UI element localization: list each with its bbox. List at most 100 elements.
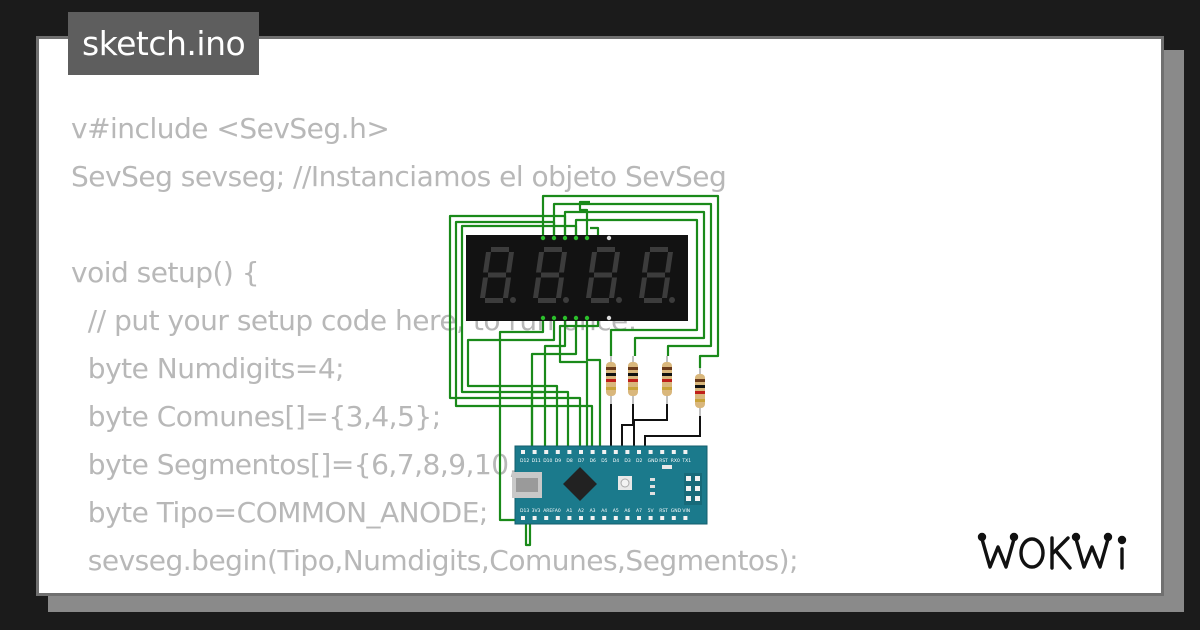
board-top-pins [521, 450, 688, 454]
display-digits [480, 247, 675, 303]
board-pin [648, 516, 653, 520]
display-segment [483, 252, 491, 273]
display-segment [586, 277, 594, 298]
board-pin-label: A3 [590, 508, 596, 514]
code-block: v#include <SevSeg.h> SevSeg sevseg; //Ins… [71, 105, 799, 593]
board-pin-label: RST [659, 508, 668, 514]
board-pin-label: D10 [543, 458, 552, 464]
board-pin-label: 5V [648, 508, 655, 514]
board-pin [683, 450, 688, 454]
display-segment [533, 277, 541, 298]
board-pin [590, 450, 595, 454]
board-pin [567, 516, 572, 520]
board-pin-label: A2 [578, 508, 584, 514]
display-segment [503, 277, 511, 298]
board-pin-label: A1 [566, 508, 572, 514]
board-pin [544, 450, 549, 454]
board-pin [532, 450, 537, 454]
board-pin-label: VIN [682, 508, 690, 514]
display-segment [559, 252, 567, 273]
board-pin [660, 516, 665, 520]
board-pin-label: A7 [636, 508, 642, 514]
board-pin [625, 450, 630, 454]
display-decimal-point [510, 297, 516, 303]
board-pin-label: D3 [624, 458, 630, 464]
code-line: SevSeg sevseg; //Instanciamos el objeto … [71, 160, 727, 193]
display-pins [540, 235, 590, 321]
display-segment [485, 298, 503, 303]
board-pin [637, 450, 641, 454]
display-segment [506, 252, 514, 273]
display-segment [594, 272, 612, 278]
board-pin [648, 450, 653, 454]
board-pin-label: D7 [578, 458, 584, 464]
display-segment [642, 252, 650, 273]
board-pin [521, 516, 525, 520]
board-pin-label: AREF [543, 508, 555, 514]
board-pin [683, 516, 688, 520]
display-decimal-point [563, 297, 569, 303]
board-pin [671, 450, 676, 454]
board-pin-label: A5 [613, 508, 619, 514]
sketch-title: sketch.ino [68, 12, 260, 75]
board-pin [555, 450, 560, 454]
board-pin-label: 3V3 [532, 508, 541, 514]
board-pin [579, 450, 583, 454]
display-segment [639, 277, 647, 298]
board-pin [579, 516, 583, 520]
board-pin-label: D9 [555, 458, 561, 464]
board-pin-label: RST [659, 458, 668, 464]
board-pin-label: A0 [555, 508, 561, 514]
display-decimal-point [616, 297, 622, 303]
board-pin [544, 516, 549, 520]
board-pin [660, 450, 665, 454]
display-segment [541, 272, 559, 278]
display-segment [609, 277, 617, 298]
board-pin-label: GND [648, 458, 659, 464]
board-pin-label: D2 [636, 458, 642, 464]
display-segment [589, 252, 597, 273]
board-pin [521, 450, 525, 454]
display-segment [612, 252, 620, 273]
board-pin-label: D4 [613, 458, 619, 464]
code-line: sevseg.begin(Tipo,Numdigits,Comunes,Segm… [71, 544, 799, 577]
board-pin-label: TX1 [681, 458, 691, 464]
board-pin-label: D6 [590, 458, 596, 464]
board-pin-label: D5 [601, 458, 607, 464]
board-pin [613, 450, 618, 454]
display-segment [665, 252, 673, 273]
resistor [606, 356, 616, 404]
wokwi-logo [977, 532, 1127, 570]
board-pin [613, 516, 618, 520]
resistor [662, 356, 672, 404]
code-line: v#include <SevSeg.h> [71, 112, 390, 145]
display-segment [544, 247, 562, 252]
board-pin-label: D13 [520, 508, 529, 514]
display-segment [488, 272, 506, 278]
board-pin [532, 516, 537, 520]
display-segment [538, 298, 556, 303]
board-pin-label: A6 [624, 508, 630, 514]
code-line: } [71, 585, 798, 593]
board-pin [637, 516, 641, 520]
display-segment [647, 272, 665, 278]
display-segment [644, 298, 662, 303]
display-segment [480, 277, 488, 298]
board-pin [671, 516, 676, 520]
seven-segment-display [466, 235, 688, 321]
board-pin [625, 516, 630, 520]
board-pin [602, 516, 607, 520]
board-pin-label: A4 [601, 508, 607, 514]
display-segment [536, 252, 544, 273]
board-pin-label: D12 [520, 458, 529, 464]
microcontroller-chip [563, 467, 597, 501]
wires [448, 194, 720, 547]
board-pin [555, 516, 560, 520]
resistor [695, 368, 705, 416]
resistor [628, 356, 638, 404]
code-line: byte Tipo=COMMON_ANODE; [71, 496, 489, 529]
display-segment [662, 277, 670, 298]
